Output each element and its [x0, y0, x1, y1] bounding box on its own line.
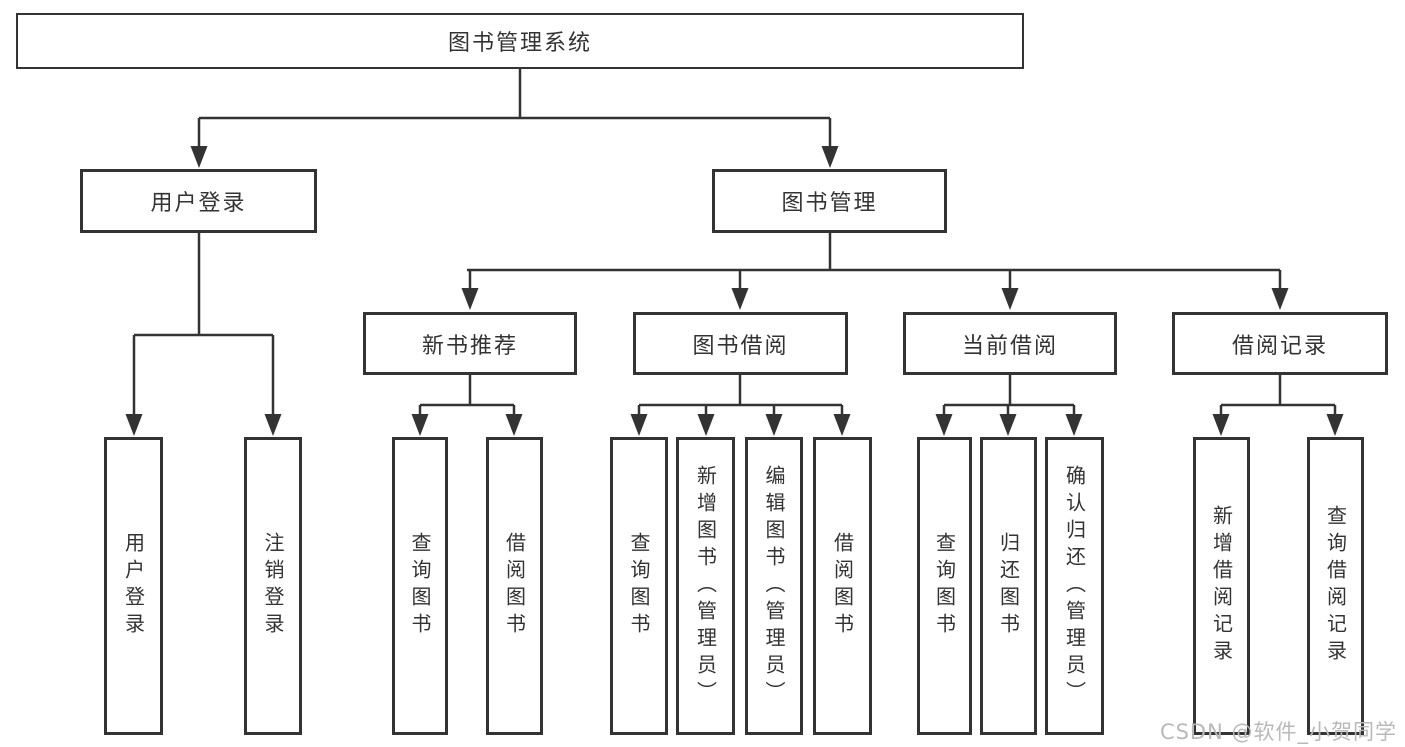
node-borrow-records-label: 借阅记录	[1231, 333, 1328, 359]
leaf-recommend-borrow-books: 借阅图书	[486, 437, 543, 735]
leaf-borrow-query-books-label: 查询图书	[627, 532, 651, 640]
node-new-book-recommend-label: 新书推荐	[421, 333, 518, 359]
node-user-login-label: 用户登录	[150, 191, 247, 216]
leaf-user-login: 用户登录	[104, 437, 163, 735]
leaf-current-query-books-label: 查询图书	[932, 532, 957, 640]
leaf-return-books-label: 归还图书	[996, 532, 1021, 640]
connector-current-children	[942, 375, 1076, 418]
node-user-login: 用户登录	[80, 169, 317, 233]
leaf-add-borrow-record-label: 新增借阅记录	[1209, 505, 1234, 667]
node-root-label: 图书管理系统	[447, 31, 592, 56]
node-book-borrow-label: 图书借阅	[692, 333, 789, 359]
node-current-borrow-label: 当前借阅	[961, 333, 1058, 359]
node-current-borrow: 当前借阅	[903, 312, 1117, 375]
leaf-borrow-books: 借阅图书	[813, 437, 872, 735]
leaf-current-query-books: 查询图书	[917, 437, 972, 735]
connector-borrow-children	[637, 375, 844, 418]
leaf-borrow-query-books: 查询图书	[610, 437, 668, 735]
leaf-query-borrow-record-label: 查询借阅记录	[1323, 505, 1348, 667]
connector-root-to-level2	[197, 69, 832, 150]
node-book-management: 图书管理	[712, 169, 947, 233]
leaf-logout-label: 注销登录	[261, 532, 285, 640]
node-root: 图书管理系统	[16, 13, 1024, 69]
connector-recommend-children	[418, 375, 516, 418]
leaf-add-books-admin-label: 新增图书（管理员）	[693, 464, 718, 708]
leaf-query-borrow-record: 查询借阅记录	[1307, 437, 1364, 735]
leaf-logout: 注销登录	[244, 437, 302, 735]
leaf-borrow-books-label: 借阅图书	[830, 532, 855, 640]
connector-user-login-children	[132, 233, 275, 418]
node-book-borrow: 图书借阅	[633, 312, 848, 375]
watermark: CSDN @软件_小贺同学	[1159, 720, 1397, 744]
leaf-recommend-query-books: 查询图书	[392, 437, 448, 735]
node-new-book-recommend: 新书推荐	[363, 312, 577, 375]
leaf-add-borrow-record: 新增借阅记录	[1193, 437, 1250, 735]
node-borrow-records: 借阅记录	[1172, 312, 1388, 375]
leaf-add-books-admin: 新增图书（管理员）	[676, 437, 735, 735]
node-book-management-label: 图书管理	[781, 191, 878, 216]
leaf-recommend-borrow-books-label: 借阅图书	[502, 532, 527, 640]
leaf-confirm-return-admin-label: 确认归还（管理员）	[1062, 464, 1087, 708]
leaf-return-books: 归还图书	[980, 437, 1037, 735]
leaf-confirm-return-admin: 确认归还（管理员）	[1045, 437, 1104, 735]
leaf-edit-books-admin: 编辑图书（管理员）	[745, 437, 803, 735]
leaf-edit-books-admin-label: 编辑图书（管理员）	[762, 464, 786, 708]
leaf-user-login-label: 用户登录	[121, 532, 146, 640]
connector-records-children	[1219, 375, 1337, 418]
connector-lines	[132, 69, 1337, 418]
leaf-recommend-query-books-label: 查询图书	[408, 532, 432, 640]
connector-book-management-children	[467, 233, 1282, 292]
